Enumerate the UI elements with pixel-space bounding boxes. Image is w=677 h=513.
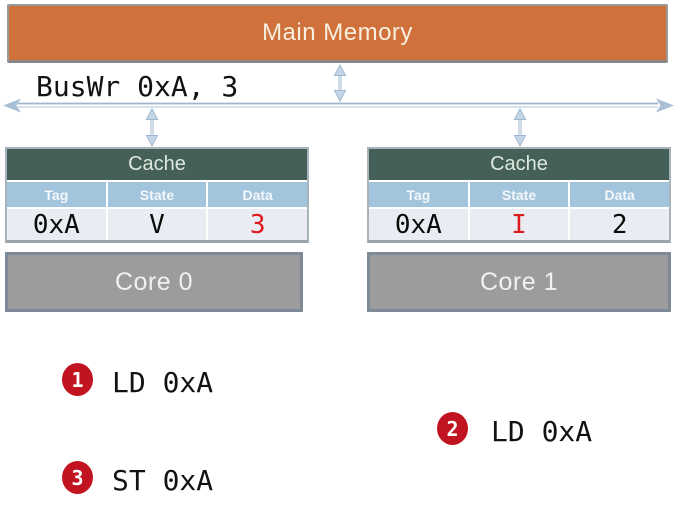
cache0-header-row: Tag State Data	[7, 182, 307, 207]
cache0-tag-value: 0xA	[32, 209, 80, 240]
event3-badge: 3	[62, 461, 93, 494]
bus-arrowhead-left	[3, 98, 21, 113]
cache1-title: Cache	[369, 149, 669, 182]
cache1-col-state: State	[467, 182, 569, 207]
cache1-tag-value: 0xA	[394, 209, 442, 240]
cache1-bus-arrow	[513, 107, 527, 148]
core0-label: Core 0	[114, 267, 194, 296]
cache0-data-row: 0xA V 3	[7, 207, 307, 240]
cache1-data-row: 0xA I 2	[369, 207, 669, 240]
main-memory-label: Main Memory	[262, 19, 413, 46]
cache1-state-value: I	[467, 209, 569, 240]
core1-box: Core 1	[367, 252, 671, 312]
memory-bus-arrow	[333, 63, 347, 103]
core0-box: Core 0	[5, 252, 303, 312]
cache0-table: Cache Tag State Data 0xA V 3	[5, 147, 309, 243]
cache1-col-tag: Tag	[406, 186, 431, 203]
cache0-col-tag: Tag	[44, 186, 69, 203]
event2-badge: 2	[437, 412, 468, 445]
cache0-col-data: Data	[206, 182, 307, 207]
cache0-state-value: V	[105, 209, 207, 240]
cache0-title: Cache	[7, 149, 307, 182]
cache0-col-state: State	[105, 182, 207, 207]
event2-label: LD 0xA	[491, 415, 593, 448]
bus-arrowhead-right	[656, 98, 674, 113]
event1-badge: 1	[62, 363, 93, 396]
cache0-bus-arrow	[145, 107, 159, 148]
cache1-table: Cache Tag State Data 0xA I 2	[367, 147, 671, 243]
cache1-col-data: Data	[568, 182, 669, 207]
event1-label: LD 0xA	[112, 366, 214, 399]
bus-transaction-label: BusWr 0xA, 3	[36, 70, 239, 103]
cache0-data-value: 3	[206, 209, 307, 240]
main-memory-box: Main Memory	[7, 4, 668, 63]
core1-label: Core 1	[479, 267, 559, 296]
cache1-data-value: 2	[568, 209, 669, 240]
event3-label: ST 0xA	[112, 464, 214, 497]
cache1-header-row: Tag State Data	[369, 182, 669, 207]
